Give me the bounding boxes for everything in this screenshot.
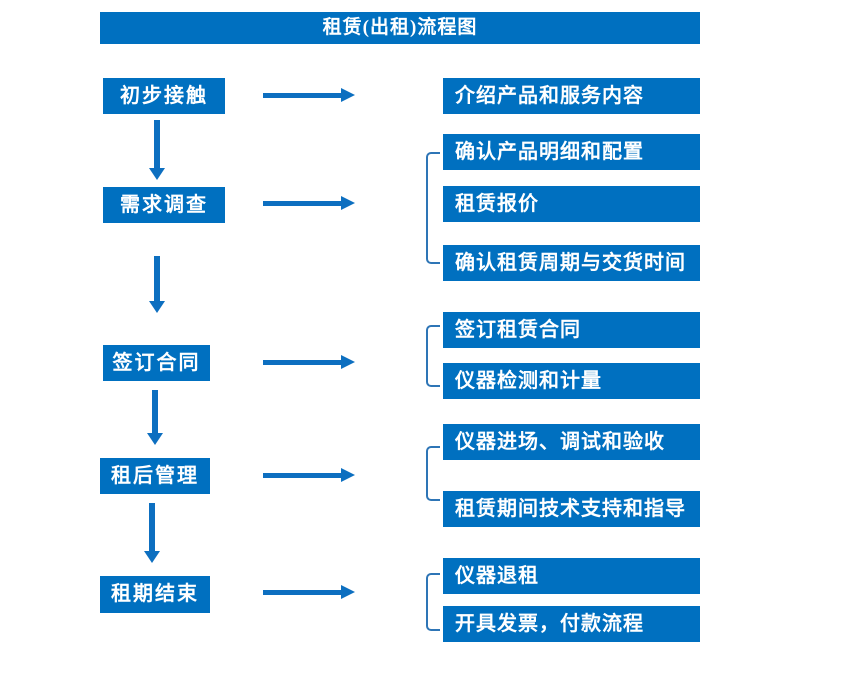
stage-box-initial-contact: 初步接触	[103, 78, 225, 114]
output-box: 确认产品明细和配置	[443, 134, 700, 170]
arrowhead-icon	[341, 468, 355, 482]
right-arrow-icon	[263, 468, 355, 482]
arrowhead-icon	[341, 196, 355, 210]
stage-box-rental-end: 租期结束	[100, 576, 210, 613]
arrowhead-icon	[144, 551, 160, 563]
page-title: 租赁(出租)流程图	[100, 12, 700, 44]
right-arrow-icon	[263, 355, 355, 369]
group-bracket	[426, 152, 440, 264]
arrowhead-icon	[149, 168, 165, 180]
arrow-shaft	[263, 93, 341, 98]
arrow-shaft	[154, 256, 160, 301]
arrow-shaft	[154, 120, 160, 168]
stage-box-needs-survey: 需求调查	[103, 187, 225, 223]
output-box: 仪器检测和计量	[443, 363, 700, 399]
arrowhead-icon	[341, 355, 355, 369]
output-box: 仪器退租	[443, 558, 700, 594]
arrowhead-icon	[341, 88, 355, 102]
output-box: 租赁期间技术支持和指导	[443, 491, 700, 527]
stage-box-sign-contract: 签订合同	[103, 345, 210, 381]
output-box: 确认租赁周期与交货时间	[443, 245, 700, 281]
group-bracket	[426, 573, 440, 631]
arrow-shaft	[263, 360, 341, 365]
arrow-shaft	[263, 590, 341, 595]
stage-box-post-rental-management: 租后管理	[100, 458, 210, 494]
right-arrow-icon	[263, 88, 355, 102]
output-box: 签订租赁合同	[443, 312, 700, 348]
output-box: 仪器进场、调试和验收	[443, 424, 700, 460]
output-box: 开具发票，付款流程	[443, 606, 700, 642]
group-bracket	[426, 446, 440, 501]
right-arrow-icon	[263, 585, 355, 599]
group-bracket	[426, 325, 440, 387]
arrow-shaft	[263, 201, 341, 206]
output-box: 租赁报价	[443, 186, 700, 222]
output-box: 介绍产品和服务内容	[443, 78, 700, 114]
arrowhead-icon	[149, 301, 165, 313]
arrow-shaft	[149, 503, 155, 551]
right-arrow-icon	[263, 196, 355, 210]
arrowhead-icon	[341, 585, 355, 599]
arrowhead-icon	[147, 433, 163, 445]
arrow-shaft	[263, 473, 341, 478]
arrow-shaft	[152, 390, 158, 433]
